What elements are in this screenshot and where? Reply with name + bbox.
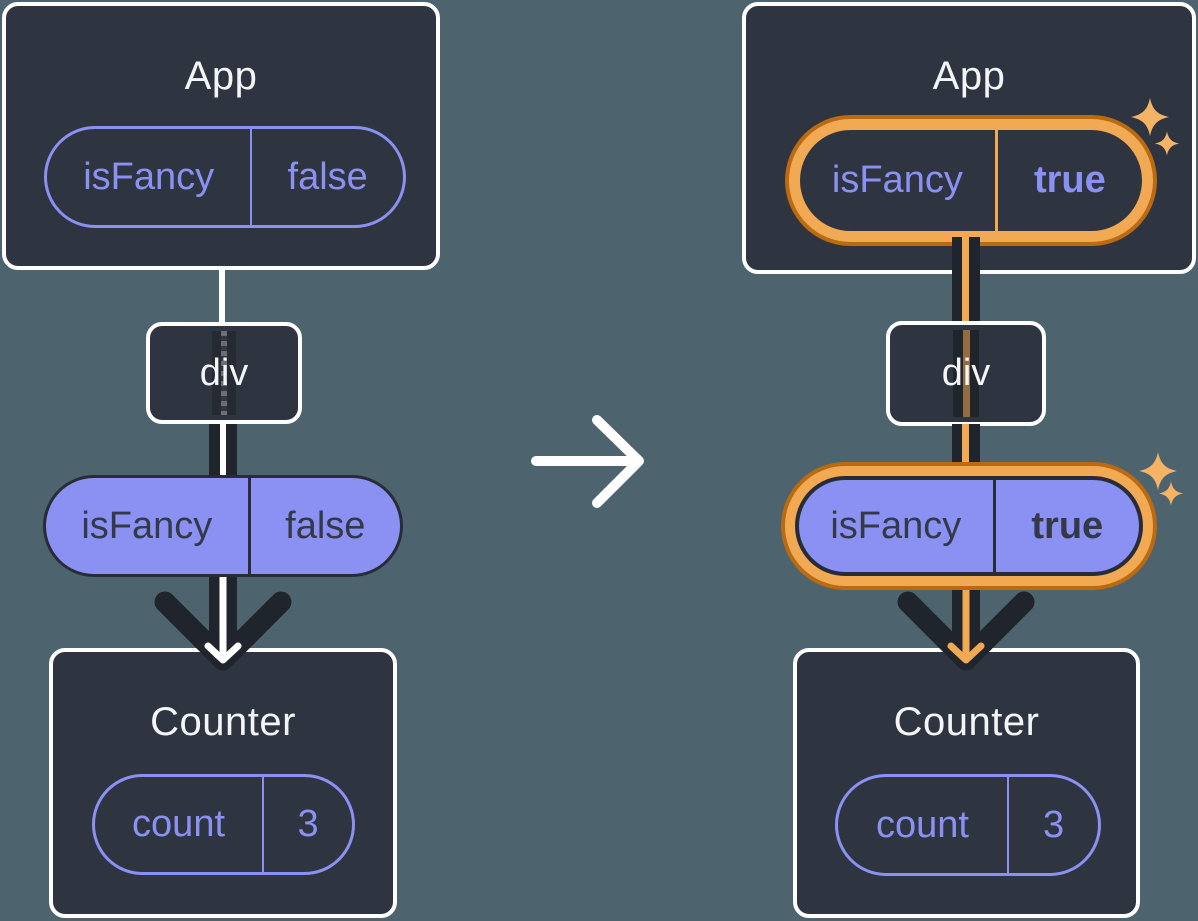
prop-flow-line-stripe bbox=[962, 237, 969, 322]
prop-name: isFancy bbox=[830, 504, 962, 547]
sparkle-icon bbox=[1159, 481, 1183, 506]
state-name: count bbox=[132, 803, 226, 845]
div-component-box: div bbox=[886, 321, 1046, 426]
sparkle-icon bbox=[1131, 98, 1169, 136]
prop-flow-line-stripe bbox=[220, 424, 226, 476]
prop-flow-passthrough-stripe bbox=[962, 330, 970, 417]
counter-component-box: Counter count 3 bbox=[793, 648, 1140, 918]
prop-value: true bbox=[992, 480, 1139, 572]
transition-arrow-icon bbox=[531, 415, 644, 508]
prop-flow-arrow-icon bbox=[154, 575, 292, 671]
state-pill: count 3 bbox=[92, 774, 355, 875]
prop-name: isFancy bbox=[831, 159, 963, 201]
prop-flow-line-stripe bbox=[962, 424, 969, 467]
div-label: div bbox=[941, 352, 991, 394]
prop-value: false bbox=[250, 129, 403, 225]
app-prop-pill: isFancy false bbox=[44, 126, 406, 228]
prop-flow-passthrough-stripe bbox=[221, 331, 227, 415]
div-label: div bbox=[199, 351, 249, 394]
state-name: count bbox=[876, 803, 969, 846]
sparkle-icon bbox=[1155, 131, 1179, 156]
state-value: 3 bbox=[262, 777, 352, 872]
app-prop-pill-highlighted: isFancy true bbox=[789, 119, 1153, 242]
counter-title: Counter bbox=[893, 700, 1040, 744]
prop-flow-passthrough bbox=[212, 331, 236, 415]
state-value: 3 bbox=[1007, 777, 1098, 873]
prop-name: isFancy bbox=[81, 504, 213, 547]
passed-prop-pill: isFancy false bbox=[43, 475, 403, 577]
app-component-box: App isFancy true bbox=[742, 2, 1196, 274]
tree-edge bbox=[219, 266, 225, 324]
prop-flow-arrow-icon bbox=[897, 585, 1035, 671]
app-title: App bbox=[932, 54, 1006, 98]
prop-name: isFancy bbox=[83, 155, 215, 198]
div-component-box: div bbox=[146, 322, 302, 424]
prop-value: true bbox=[994, 130, 1142, 231]
app-component-box: App isFancy false bbox=[2, 2, 440, 270]
prop-value: false bbox=[247, 478, 400, 574]
counter-component-box: Counter count 3 bbox=[49, 648, 397, 918]
counter-title: Counter bbox=[150, 700, 296, 744]
state-pill: count 3 bbox=[835, 774, 1101, 876]
passed-prop-pill-highlighted: isFancy true bbox=[795, 476, 1143, 576]
sparkle-icon bbox=[1139, 452, 1177, 490]
app-title: App bbox=[184, 54, 258, 98]
